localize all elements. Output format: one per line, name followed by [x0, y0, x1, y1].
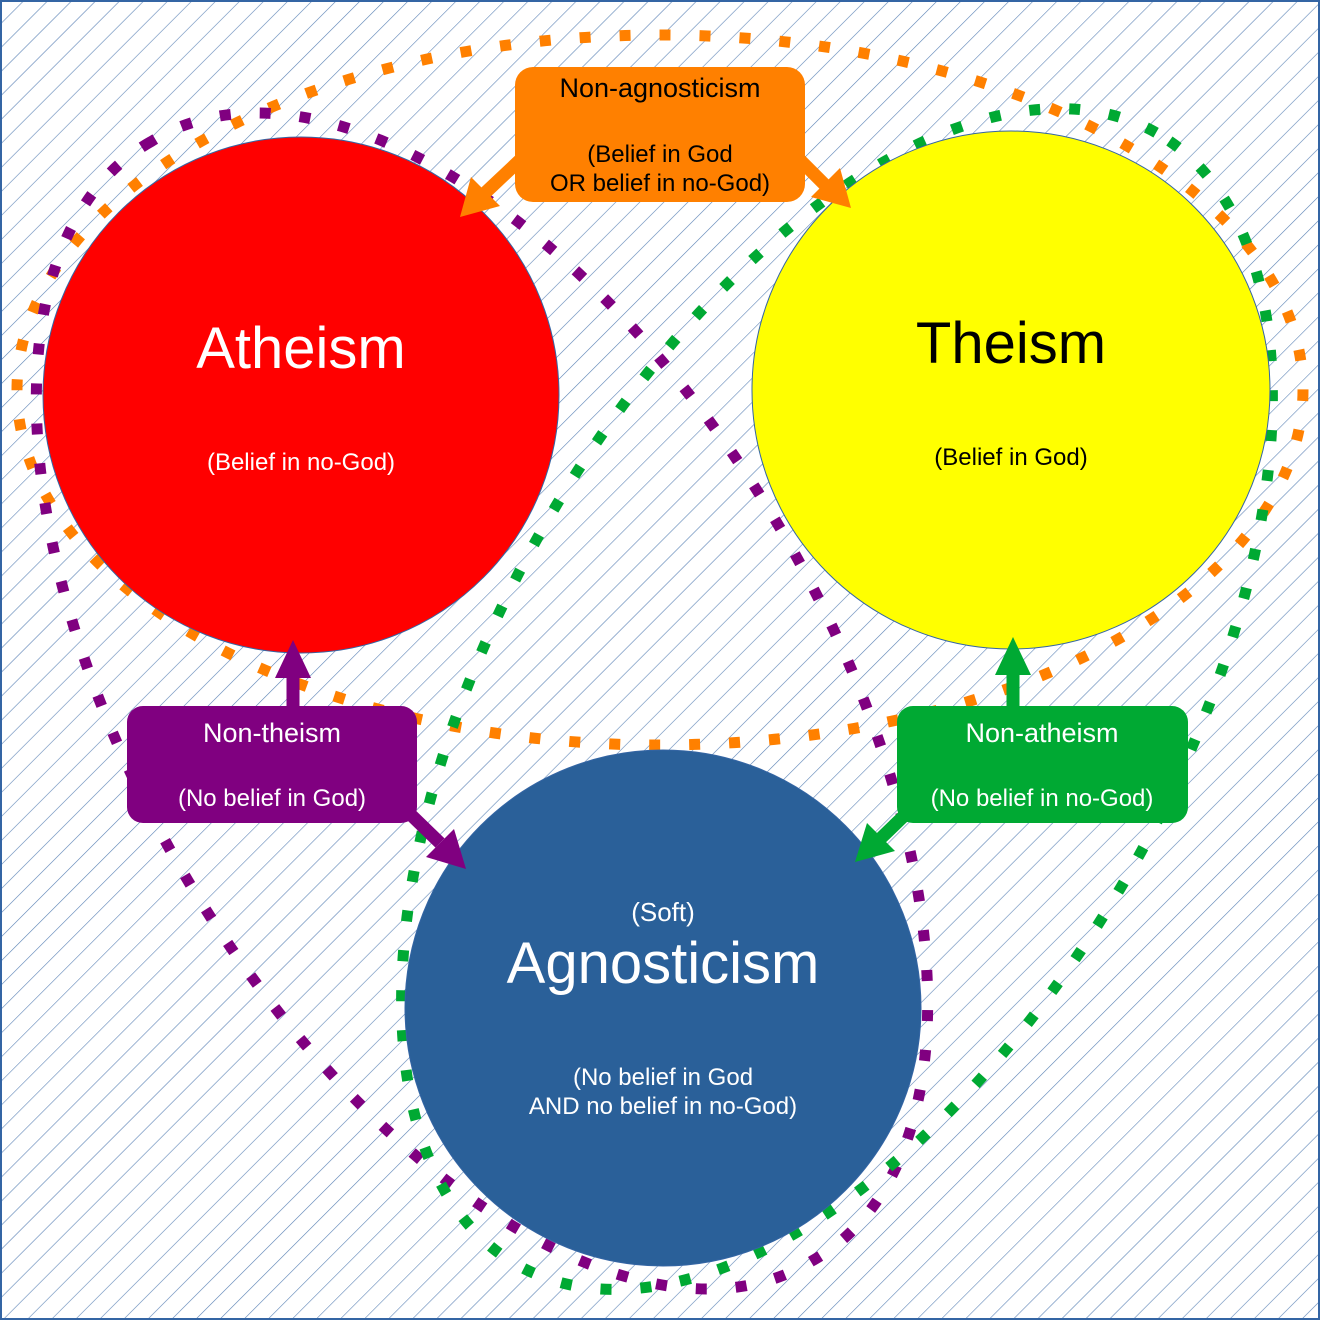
- non-theism-box: Non-theism (No belief in God): [127, 706, 417, 823]
- arrow-head-icon: [811, 168, 851, 208]
- non-agnosticism-line2: OR belief in no-God): [550, 170, 770, 197]
- non-theism-title: Non-theism: [203, 718, 341, 748]
- theism-circle: Theism (Belief in God): [751, 130, 1271, 650]
- arrow-head-icon: [426, 829, 466, 869]
- non-atheism-title: Non-atheism: [965, 718, 1118, 748]
- non-agnosticism-line1: (Belief in God: [587, 141, 732, 168]
- atheism-subtitle: (Belief in no-God): [207, 449, 395, 476]
- non-atheism-box: Non-atheism (No belief in no-God): [897, 706, 1188, 823]
- non-theism-loop: [30, 107, 934, 1295]
- non-theism-line1: (No belief in God): [178, 785, 366, 812]
- arrow-head-icon: [460, 177, 500, 217]
- agnosticism-subtitle-line1: (No belief in God: [573, 1064, 753, 1091]
- arrow-head-icon: [855, 823, 895, 862]
- non-atheism-loop: [396, 103, 1278, 1295]
- atheism-title: Atheism: [196, 316, 406, 381]
- non-agnosticism-box: Non-agnosticism (Belief in God OR belief…: [515, 67, 805, 202]
- theism-title: Theism: [916, 311, 1106, 376]
- agnosticism-subtitle-line2: AND no belief in no-God): [529, 1093, 797, 1120]
- non-agnosticism-title: Non-agnosticism: [559, 73, 760, 103]
- atheism-circle: Atheism (Belief in no-God): [42, 136, 560, 654]
- agnosticism-prefix: (Soft): [631, 897, 695, 927]
- agnosticism-title: Agnosticism: [507, 931, 820, 996]
- agnosticism-circle: (Soft) Agnosticism (No belief in God AND…: [404, 749, 922, 1267]
- arrow-head-icon: [275, 640, 311, 678]
- non-agnosticism-loop: [11, 29, 1309, 751]
- non-atheism-line1: (No belief in no-God): [931, 785, 1154, 812]
- arrow-head-icon: [995, 637, 1031, 675]
- theism-subtitle: (Belief in God): [934, 444, 1087, 471]
